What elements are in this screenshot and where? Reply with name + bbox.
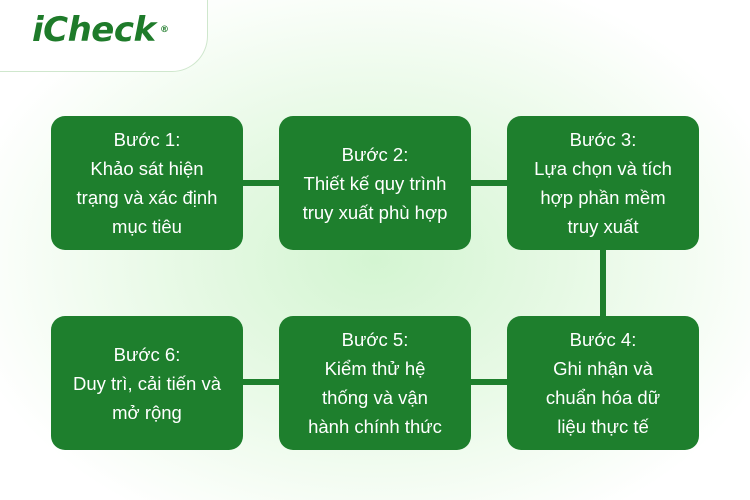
- step-2-line-2: truy xuất phù hợp: [302, 201, 448, 223]
- step-4-box: Bước 4: Ghi nhận và chuẩn hóa dữ liệu th…: [507, 316, 699, 450]
- step-3-line-1: Lựa chọn và tích: [534, 158, 672, 179]
- step-3-line-3: truy xuất: [567, 216, 639, 237]
- step-4-line-1: Ghi nhận và: [553, 358, 653, 379]
- step-2-box: Bước 2: Thiết kế quy trình truy xuất phù…: [279, 116, 471, 250]
- step-5-box: Bước 5: Kiểm thử hệ thống và vận hành ch…: [279, 316, 471, 450]
- step-1-line-3: mục tiêu: [112, 216, 182, 237]
- registered-mark: ®: [160, 25, 169, 35]
- brand-logo: iCheck: [32, 10, 156, 50]
- step-1-title: Bước 1:: [113, 129, 181, 150]
- step-5-title: Bước 5:: [341, 329, 409, 350]
- step-3-box: Bước 3: Lựa chọn và tích hợp phần mềm tr…: [507, 116, 699, 250]
- step-3-line-2: hợp phần mềm: [540, 187, 666, 208]
- step-6-title: Bước 6:: [113, 343, 181, 365]
- step-1-box: Bước 1: Khảo sát hiện trạng và xác định …: [51, 116, 243, 250]
- step-5-line-3: hành chính thức: [308, 416, 442, 437]
- step-5-line-2: thống và vận: [322, 387, 428, 408]
- step-4-title: Bước 4:: [569, 329, 637, 350]
- step-6-line-1: Duy trì, cải tiến và: [72, 372, 222, 394]
- step-2-line-1: Thiết kế quy trình: [303, 172, 447, 194]
- connector-2-3: [470, 180, 508, 186]
- connector-1-2: [242, 180, 280, 186]
- step-5-line-1: Kiểm thử hệ: [324, 358, 426, 379]
- connector-5-6: [242, 379, 280, 385]
- step-3-title: Bước 3:: [569, 129, 637, 150]
- step-4-line-3: liệu thực tế: [557, 416, 649, 437]
- connector-4-5: [470, 379, 508, 385]
- step-1-line-2: trạng và xác định: [76, 187, 218, 208]
- logo-badge: iCheck ®: [0, 0, 208, 72]
- step-6-line-2: mở rộng: [112, 401, 182, 423]
- step-2-title: Bước 2:: [341, 143, 409, 165]
- step-4-line-2: chuẩn hóa dữ: [545, 387, 661, 408]
- step-6-box: Bước 6: Duy trì, cải tiến và mở rộng: [51, 316, 243, 450]
- connector-3-4: [600, 248, 606, 318]
- step-1-line-1: Khảo sát hiện: [90, 158, 204, 179]
